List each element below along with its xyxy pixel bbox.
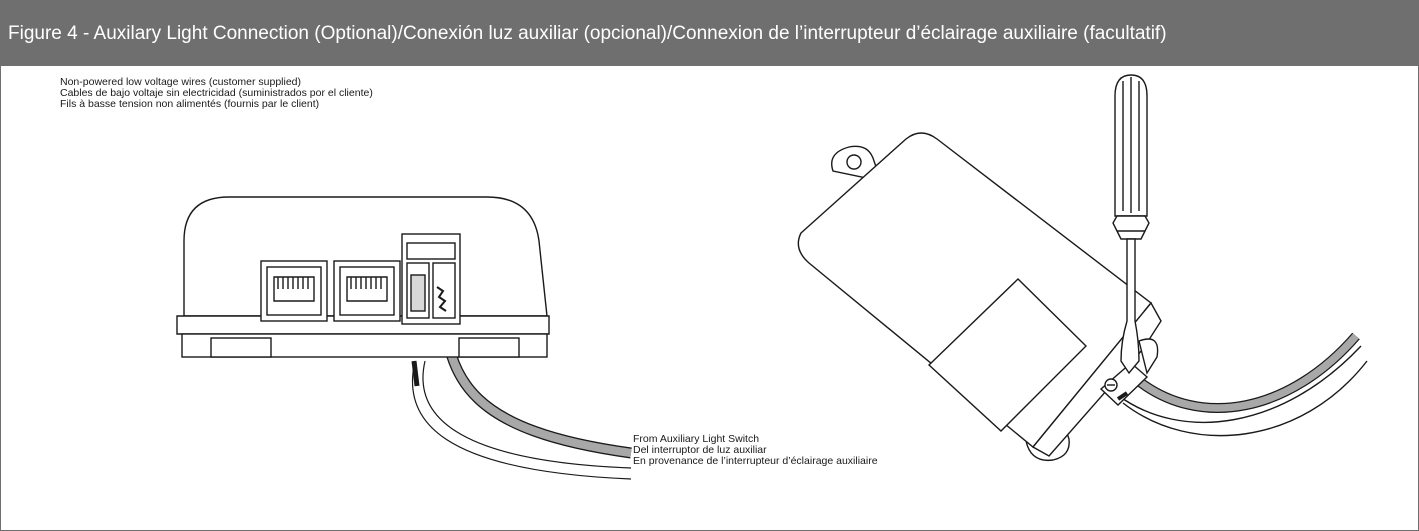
right-white-wire-1 xyxy=(1118,345,1362,424)
screwdriver-ferrule xyxy=(1112,215,1150,232)
white-wire xyxy=(411,360,632,480)
right-terminal xyxy=(1099,362,1149,406)
module-base xyxy=(181,333,548,358)
terminal-block xyxy=(401,233,461,325)
wire-note-spanish: Cables de bajo voltaje sin electricidad … xyxy=(60,87,373,99)
rj-jack-2 xyxy=(333,260,401,322)
switch-note-spanish: Del interruptor de luz auxiliar xyxy=(633,444,767,456)
switch-note-english: From Auxiliary Light Switch xyxy=(633,433,760,445)
box-label-panel xyxy=(927,278,1087,432)
switch-note-french: En provenance de l’interrupteur d’éclair… xyxy=(633,455,878,467)
module-foot-left xyxy=(210,337,272,358)
box-side-lip xyxy=(1138,338,1159,375)
switch-note: From Auxiliary Light Switch Del interrup… xyxy=(633,434,878,467)
screwdriver-shaft xyxy=(1120,238,1140,375)
right-white-wire-2 xyxy=(1122,360,1368,437)
module-foot-right xyxy=(458,337,520,358)
screwdriver xyxy=(1112,74,1150,375)
module-front-view xyxy=(176,196,632,480)
white-wire-inner xyxy=(422,360,632,469)
right-gray-wire-fill xyxy=(1133,333,1359,412)
figure-header: Figure 4 - Auxilary Light Connection (Op… xyxy=(1,1,1418,66)
wire-note: Non-powered low voltage wires (customer … xyxy=(60,77,373,110)
wire-note-french: Fils à basse tension non alimentés (four… xyxy=(60,98,320,110)
stripped-end-left xyxy=(411,360,420,387)
module-perspective-view xyxy=(797,74,1368,462)
wire-note-english: Non-powered low voltage wires (customer … xyxy=(60,76,302,88)
figure-title: Figure 4 - Auxilary Light Connection (Op… xyxy=(8,23,1167,44)
rj-jack-1 xyxy=(260,260,328,322)
